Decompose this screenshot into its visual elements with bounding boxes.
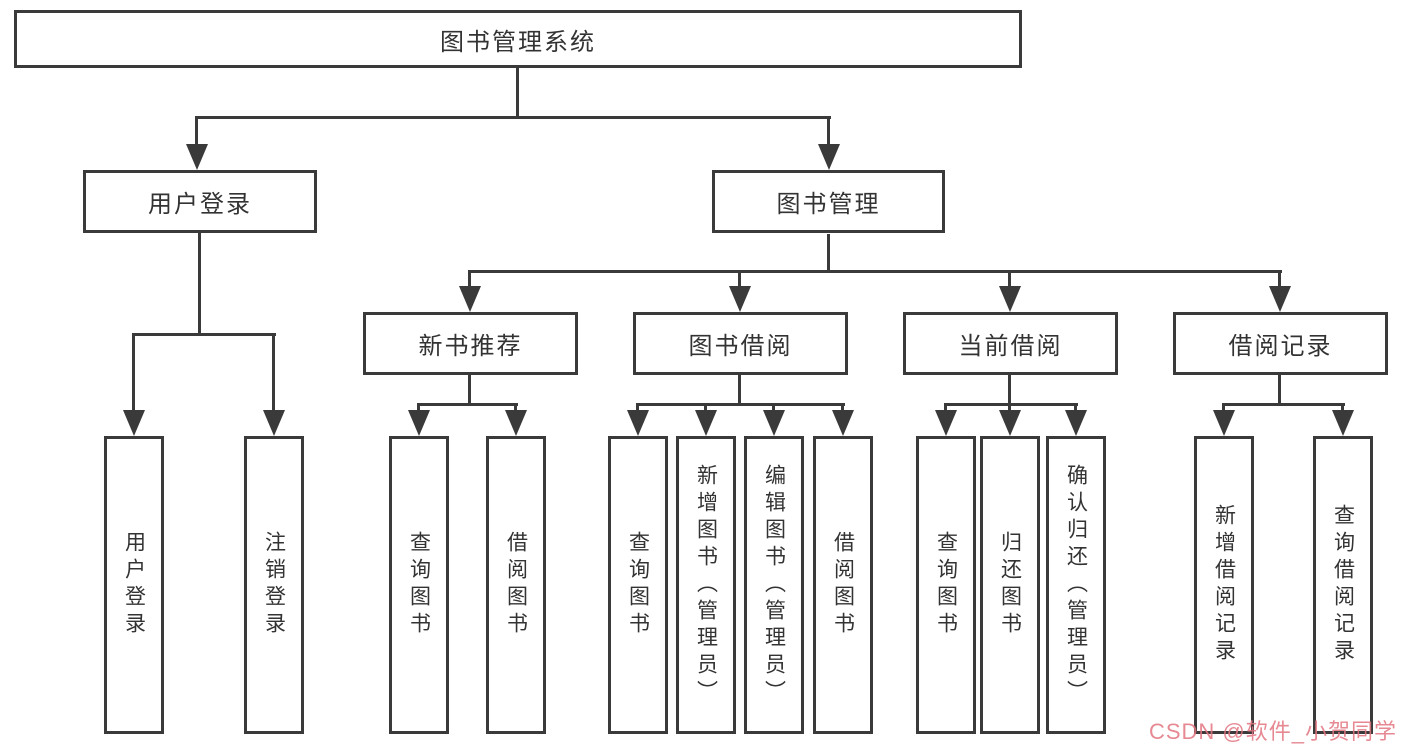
leaf-logout: 注销登录	[244, 436, 304, 734]
arrow-down-icon	[695, 410, 717, 436]
arrow-down-icon	[999, 286, 1021, 312]
node-label: 新书推荐	[418, 333, 523, 360]
node-label: 注销登录	[262, 531, 286, 639]
node-label: 用户登录	[148, 191, 252, 218]
arrow-down-icon	[505, 410, 527, 436]
leaf-user-login: 用户登录	[104, 436, 164, 734]
node-label: 查询图书	[407, 531, 431, 639]
arrow-down-icon	[627, 410, 649, 436]
connector-line	[516, 68, 519, 118]
leaf-return-books: 归还图书	[980, 436, 1040, 734]
node-new-book-recommend: 新书推荐	[363, 312, 578, 375]
arrow-down-icon	[818, 144, 840, 170]
arrow-down-icon	[832, 410, 854, 436]
node-current-borrow: 当前借阅	[903, 312, 1118, 375]
node-label: 编辑图书（管理员）	[762, 463, 786, 707]
node-label: 新增借阅记录	[1212, 504, 1236, 666]
node-label: 查询图书	[934, 531, 958, 639]
arrow-down-icon	[1213, 410, 1235, 436]
node-label: 查询借阅记录	[1331, 504, 1355, 666]
node-label: 查询图书	[626, 531, 650, 639]
connector-line	[1278, 272, 1281, 292]
node-label: 借阅记录	[1228, 333, 1333, 360]
leaf-borrow-books-recommend: 借阅图书	[486, 436, 546, 734]
connector-line	[198, 233, 201, 335]
leaf-query-books-borrow: 查询图书	[608, 436, 668, 734]
arrow-down-icon	[186, 144, 208, 170]
leaf-borrow-books: 借阅图书	[813, 436, 873, 734]
connector-line	[827, 118, 830, 150]
connector-line	[944, 403, 1078, 406]
leaf-query-books-current: 查询图书	[916, 436, 976, 734]
arrow-down-icon	[763, 410, 785, 436]
arrow-down-icon	[1065, 410, 1087, 436]
connector-line	[738, 272, 741, 292]
connector-line	[827, 234, 830, 272]
node-label: 当前借阅	[958, 333, 1063, 360]
csdn-watermark: CSDN @软件_小贺同学	[1148, 719, 1397, 744]
node-label: 借阅图书	[831, 531, 855, 639]
connector-line	[468, 375, 471, 405]
node-label: 归还图书	[998, 531, 1022, 639]
connector-line	[1008, 375, 1011, 405]
leaf-query-books-recommend: 查询图书	[389, 436, 449, 734]
node-label: 图书借阅	[688, 333, 793, 360]
connector-line	[1008, 272, 1011, 292]
node-label: 确认归还（管理员）	[1064, 463, 1088, 707]
node-book-borrow: 图书借阅	[633, 312, 848, 375]
connector-line	[468, 272, 471, 292]
node-library-management-system: 图书管理系统	[14, 10, 1022, 68]
node-label: 图书管理	[776, 191, 881, 218]
arrow-down-icon	[408, 410, 430, 436]
arrow-down-icon	[729, 286, 751, 312]
connector-line	[738, 375, 741, 405]
leaf-query-borrow-record: 查询借阅记录	[1313, 436, 1373, 734]
node-borrow-records: 借阅记录	[1173, 312, 1388, 375]
node-label: 借阅图书	[504, 531, 528, 639]
arrow-down-icon	[459, 286, 481, 312]
leaf-confirm-return-admin: 确认归还（管理员）	[1046, 436, 1106, 734]
arrow-down-icon	[935, 410, 957, 436]
leaf-edit-books-admin: 编辑图书（管理员）	[744, 436, 804, 734]
connector-line	[636, 403, 845, 406]
node-book-management-branch: 图书管理	[712, 170, 945, 233]
node-label: 新增图书（管理员）	[694, 463, 718, 707]
node-label: 图书管理系统	[440, 28, 596, 56]
leaf-add-books-admin: 新增图书（管理员）	[676, 436, 736, 734]
connector-line	[1278, 375, 1281, 405]
connector-line	[468, 270, 1282, 273]
node-user-login-branch: 用户登录	[83, 170, 317, 233]
connector-line	[132, 335, 135, 416]
connector-line	[272, 335, 275, 416]
arrow-down-icon	[1332, 410, 1354, 436]
leaf-add-borrow-record: 新增借阅记录	[1194, 436, 1254, 734]
arrow-down-icon	[1269, 286, 1291, 312]
node-label: 用户登录	[122, 531, 146, 639]
connector-line	[195, 116, 831, 119]
connector-line	[195, 118, 198, 150]
connector-line	[132, 333, 276, 336]
arrow-down-icon	[999, 410, 1021, 436]
arrow-down-icon	[123, 410, 145, 436]
arrow-down-icon	[263, 410, 285, 436]
connector-line	[417, 403, 518, 406]
connector-line	[1222, 403, 1345, 406]
